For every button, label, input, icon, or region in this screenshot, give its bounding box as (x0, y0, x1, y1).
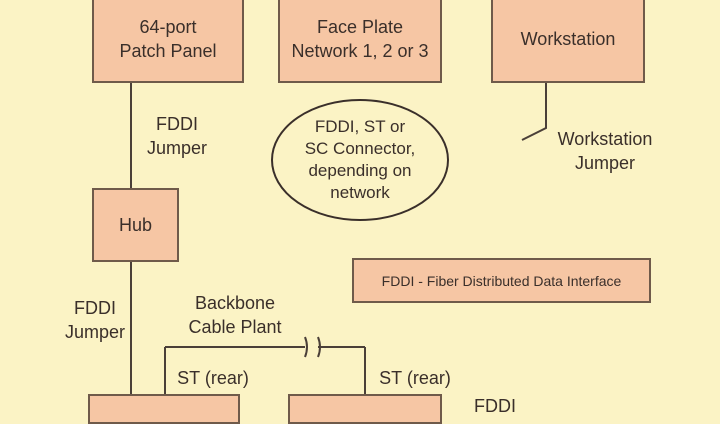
bottom-middle-box (288, 394, 442, 424)
hub-box: Hub (92, 188, 179, 262)
fddi-legend-box: FDDI - Fiber Distributed Data Interface (352, 258, 651, 303)
fddi-legend-text: FDDI - Fiber Distributed Data Interface (381, 272, 622, 289)
cable-break-mark-left (304, 336, 308, 358)
fddi-jumper-bottom-label: FDDI Jumper (64, 298, 126, 342)
face-plate-box: Face Plate Network 1, 2 or 3 (278, 0, 442, 83)
bottom-left-box (88, 394, 240, 424)
fddi-partial-label: FDDI (474, 396, 516, 416)
fddi-jumper-top-label: FDDI Jumper (146, 114, 208, 158)
cable-break-mark-right (317, 336, 321, 358)
connector-note: FDDI, ST or SC Connector, depending on n… (304, 117, 416, 202)
network-diagram: 64-port Patch Panel Face Plate Network 1… (64, 0, 653, 424)
patch-panel-box: 64-port Patch Panel (92, 0, 244, 83)
connector-ellipse (271, 99, 449, 221)
connection-lines (130, 83, 547, 405)
workstation-jumper-line (521, 83, 547, 141)
workstation-box: Workstation (491, 0, 645, 83)
st-rear-left-label: ST (rear) (177, 368, 249, 388)
workstation-jumper-label: Workstation Jumper (557, 129, 653, 173)
st-rear-right-label: ST (rear) (379, 368, 451, 388)
backbone-cable-plant-label: Backbone Cable Plant (188, 293, 282, 337)
